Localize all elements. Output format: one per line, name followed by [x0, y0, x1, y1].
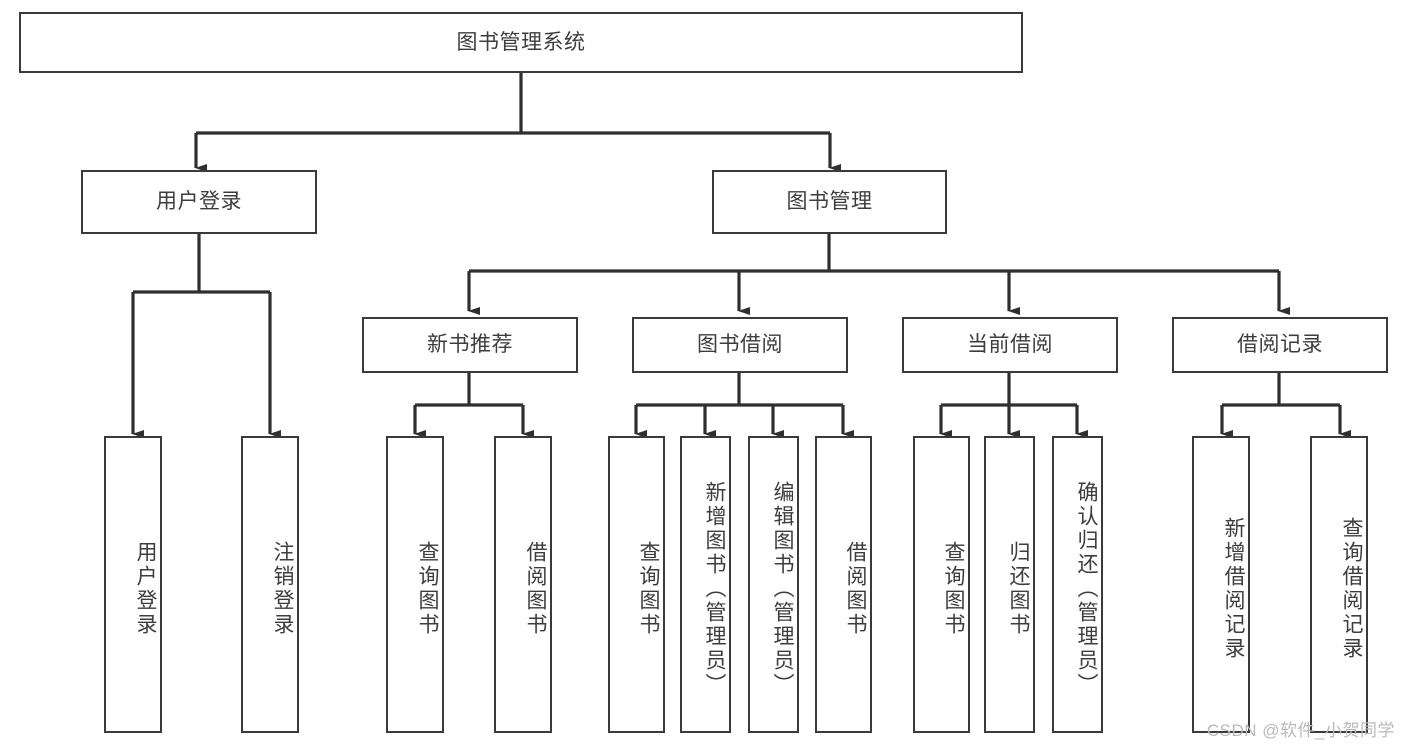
node-leaf-borrow-book-1-label: 借阅图书	[524, 540, 547, 637]
node-borrow-record-label: 借阅记录	[1237, 333, 1323, 357]
node-leaf-borrow-book-1[interactable]: 借阅图书	[494, 436, 552, 733]
node-leaf-add-book[interactable]: 新增图书（管理员）	[680, 436, 731, 733]
node-leaf-user-login[interactable]: 用户登录	[104, 436, 162, 733]
node-leaf-query-book-2-label: 查询图书	[637, 540, 660, 637]
node-leaf-edit-book-label: 编辑图书（管理员）	[771, 480, 794, 697]
node-new-book-recommend[interactable]: 新书推荐	[362, 317, 578, 373]
node-borrow-record[interactable]: 借阅记录	[1172, 317, 1388, 373]
node-leaf-query-record-label: 查询借阅记录	[1340, 516, 1363, 661]
node-leaf-add-record[interactable]: 新增借阅记录	[1192, 436, 1250, 733]
node-leaf-query-book-3[interactable]: 查询图书	[913, 436, 970, 733]
node-leaf-add-record-label: 新增借阅记录	[1222, 516, 1245, 661]
node-leaf-logout-label: 注销登录	[271, 540, 294, 637]
node-book-borrow[interactable]: 图书借阅	[632, 317, 848, 373]
node-leaf-borrow-book-2-label: 借阅图书	[844, 540, 867, 637]
node-leaf-logout[interactable]: 注销登录	[241, 436, 299, 733]
node-book-management[interactable]: 图书管理	[712, 170, 947, 234]
node-user-login-label: 用户登录	[156, 190, 242, 214]
node-leaf-edit-book[interactable]: 编辑图书（管理员）	[748, 436, 799, 733]
node-leaf-query-book-1[interactable]: 查询图书	[386, 436, 444, 733]
node-book-management-label: 图书管理	[786, 190, 873, 214]
node-user-login[interactable]: 用户登录	[81, 170, 317, 234]
node-leaf-return-book-label: 归还图书	[1007, 540, 1030, 637]
node-leaf-confirm-return[interactable]: 确认归还（管理员）	[1052, 436, 1103, 733]
node-current-borrow-label: 当前借阅	[967, 333, 1053, 357]
node-root[interactable]: 图书管理系统	[19, 12, 1023, 73]
node-leaf-return-book[interactable]: 归还图书	[984, 436, 1035, 733]
node-leaf-confirm-return-label: 确认归还（管理员）	[1075, 480, 1098, 697]
node-book-borrow-label: 图书借阅	[697, 333, 783, 357]
node-new-book-recommend-label: 新书推荐	[427, 333, 513, 357]
node-leaf-query-record[interactable]: 查询借阅记录	[1310, 436, 1368, 733]
node-leaf-user-login-label: 用户登录	[134, 540, 157, 637]
node-leaf-query-book-1-label: 查询图书	[416, 540, 439, 637]
node-current-borrow[interactable]: 当前借阅	[902, 317, 1118, 373]
node-leaf-borrow-book-2[interactable]: 借阅图书	[815, 436, 872, 733]
node-root-label: 图书管理系统	[456, 30, 586, 54]
node-leaf-query-book-3-label: 查询图书	[942, 540, 965, 637]
node-leaf-add-book-label: 新增图书（管理员）	[703, 480, 726, 697]
node-leaf-query-book-2[interactable]: 查询图书	[608, 436, 665, 733]
